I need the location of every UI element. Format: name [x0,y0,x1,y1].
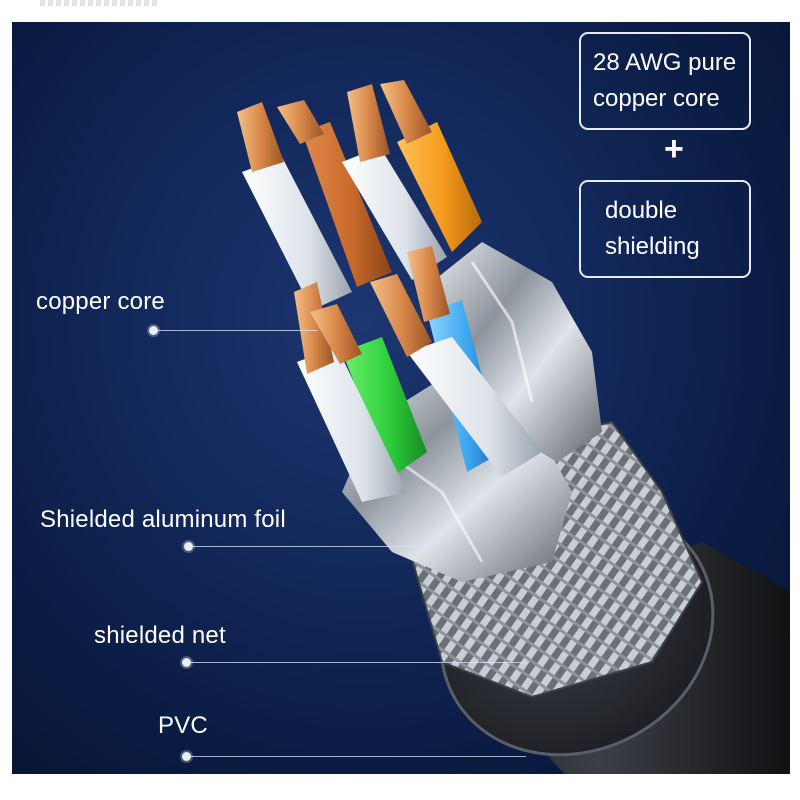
label-shielded-net: shielded net [94,622,226,649]
leader-dot-pvc [182,752,191,761]
wire-pair-green [294,282,427,502]
cable-illustration-svg [237,80,790,774]
leader-dot-copper-core [149,326,158,335]
spec-box-shielding-line2: shielding [605,233,700,260]
label-aluminum-foil: Shielded aluminum foil [40,506,286,533]
leader-dot-shielded-net [182,658,191,667]
spec-box-awg-line2: copper core [593,85,720,112]
leader-dot-aluminum-foil [184,542,193,551]
leader-line-pvc [191,756,526,757]
wire-pair-brown [237,100,392,310]
wire-pair-orange [342,80,482,280]
wire-pair-blue [370,246,542,477]
label-copper-core: copper core [36,288,165,315]
leader-line-copper-core [158,330,318,331]
cable-cross-section-illustration: 28 AWG pure copper core + double shieldi… [12,22,790,774]
leader-line-aluminum-foil [193,546,438,547]
leader-line-shielded-net [191,662,526,663]
top-crop-artifact [40,0,160,6]
plus-sign: + [664,130,684,168]
spec-box-shielding: double shielding [579,180,751,278]
spec-box-awg: 28 AWG pure copper core [579,32,751,130]
spec-box-shielding-line1: double [605,197,678,224]
label-pvc: PVC [158,712,208,739]
spec-box-awg-line1: 28 AWG pure [593,49,737,76]
